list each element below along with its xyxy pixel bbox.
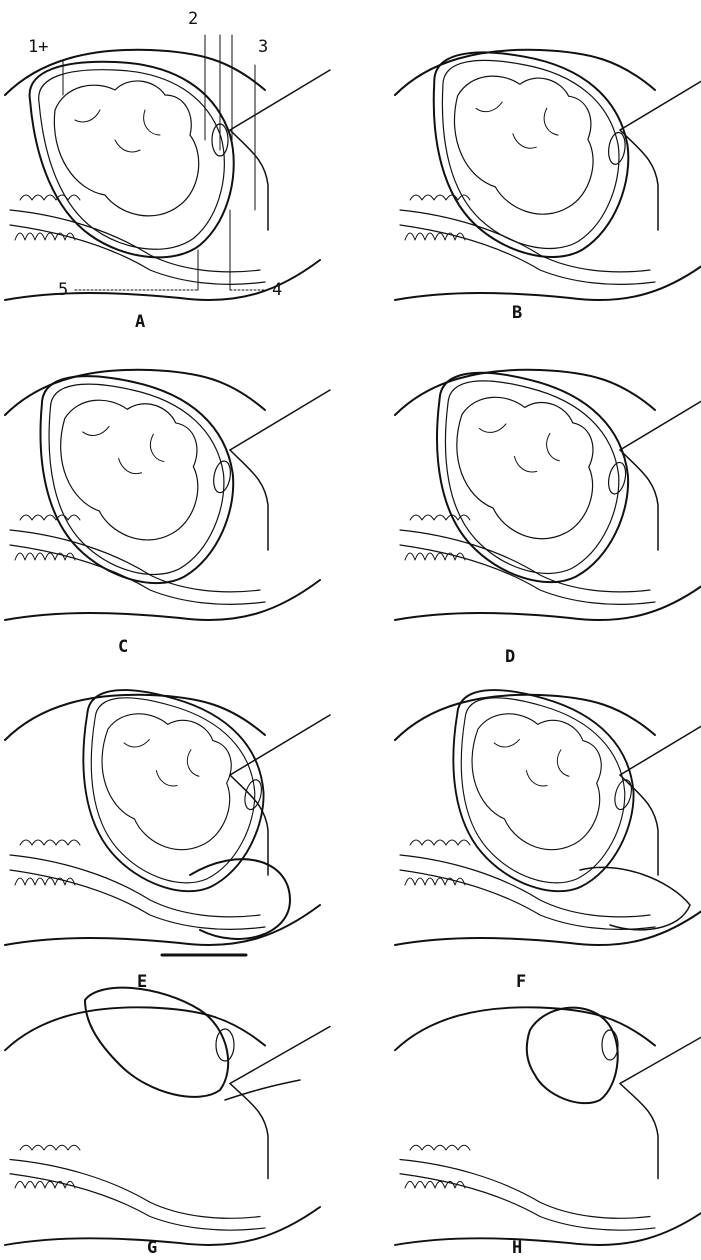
panel-H: H <box>395 1007 701 1258</box>
panel-C: C <box>5 367 330 657</box>
callout-3: 3 <box>258 37 268 57</box>
callout-2: 2 <box>188 9 198 29</box>
panel-G: G <box>5 988 330 1258</box>
callout-4: 4 <box>272 280 282 300</box>
panel-label-H: H <box>512 1238 522 1258</box>
panel-label-C: C <box>118 637 128 657</box>
panel-D: D <box>395 362 701 667</box>
panel-label-G: G <box>147 1238 157 1258</box>
panel-B: B <box>395 44 701 323</box>
panel-label-F: F <box>516 972 526 992</box>
panel-label-A: A <box>135 312 145 332</box>
panel-label-D: D <box>505 647 515 667</box>
callout-5: 5 <box>58 280 68 300</box>
panel-A: 1+ 2 3 4 5 A <box>5 9 330 332</box>
panel-E: E <box>5 679 330 992</box>
panel-label-B: B <box>512 303 522 323</box>
panel-F: F <box>395 679 701 992</box>
callout-1: 1+ <box>28 37 48 57</box>
